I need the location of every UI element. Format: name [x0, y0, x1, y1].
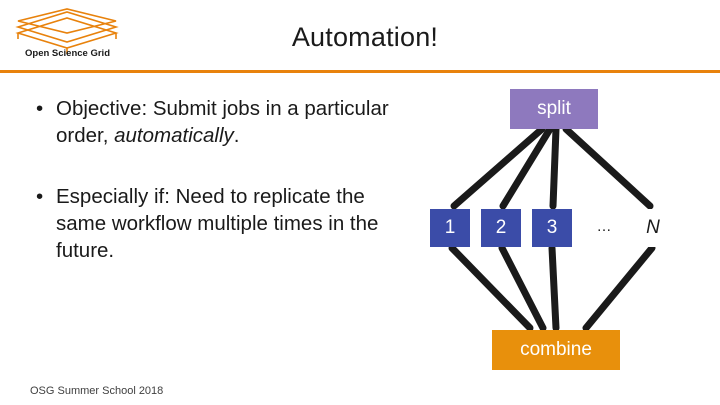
title-divider — [0, 70, 720, 73]
node-combine-label: combine — [520, 339, 592, 360]
bullet-text-1-b: automatically — [114, 124, 234, 148]
node-split-label: split — [537, 98, 571, 119]
footer-text: OSG Summer School 2018 — [30, 385, 164, 397]
node-job-2: 2 — [481, 209, 521, 247]
diagram-edges — [448, 125, 656, 332]
node-job-3: 3 — [532, 209, 572, 247]
bullet-list: • Objective: Submit jobs in a particular… — [30, 95, 410, 290]
node-job-1-label: 1 — [444, 217, 456, 238]
osg-logo: Open Science Grid — [10, 8, 125, 60]
bullet-text-2: Especially if: Need to replicate the sam… — [56, 185, 379, 263]
bullet-text-1-c: . — [233, 124, 240, 148]
bullet-item-1: • Objective: Submit jobs in a particular… — [30, 95, 410, 149]
node-split: split — [510, 89, 598, 129]
bullet-item-2: • Especially if: Need to replicate the s… — [30, 183, 410, 264]
bullet-marker: • — [36, 97, 44, 120]
node-job-n: N — [633, 209, 673, 247]
node-job-1: 1 — [430, 209, 470, 247]
workflow-diagram: split 1 2 3 … N combine — [410, 82, 710, 382]
node-job-n-label: N — [646, 217, 660, 238]
ellipsis-label: … — [596, 218, 612, 235]
node-combine: combine — [492, 330, 620, 370]
node-job-3-label: 3 — [546, 217, 558, 238]
page-title: Automation! — [291, 22, 439, 52]
node-job-2-label: 2 — [495, 217, 507, 238]
osg-logo-text: Open Science Grid — [25, 48, 110, 59]
bullet-text-1-a: Objective: Submit jobs in a particular o… — [56, 97, 389, 148]
bullet-marker: • — [36, 185, 44, 209]
